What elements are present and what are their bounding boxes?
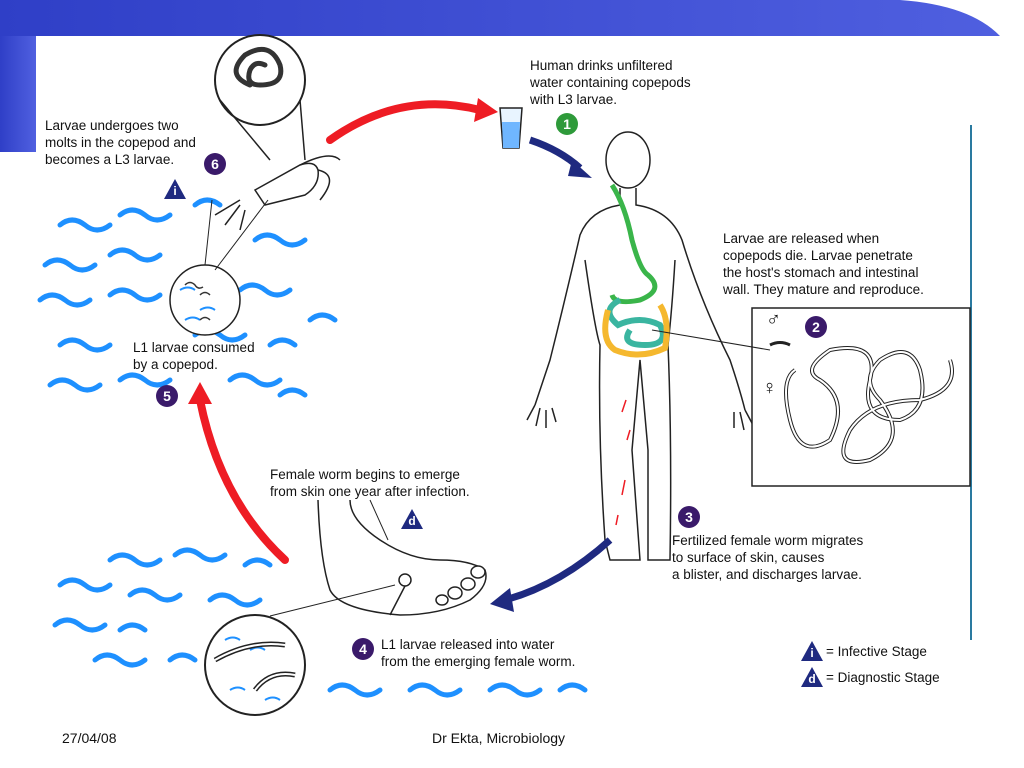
infective-stage-icon xyxy=(164,179,186,199)
female-symbol: ♀ xyxy=(762,377,777,399)
infective-legend-icon xyxy=(801,641,823,661)
legend-diagnostic-label: = Diagnostic Stage xyxy=(826,669,940,685)
foot-drawing xyxy=(317,499,487,616)
step-4-label: L1 larvae released into water from the e… xyxy=(381,637,576,669)
diagnostic-stage-icon xyxy=(401,509,423,529)
step-6-label: Larvae undergoes two molts in the copepo… xyxy=(45,118,196,167)
footer-date: 27/04/08 xyxy=(62,730,117,746)
larvae-magnifier xyxy=(204,584,396,716)
legend-diagnostic-letter: d xyxy=(808,672,816,686)
adult-worms-box xyxy=(651,307,971,487)
step-5-label: L1 larvae consumed by a copepod. xyxy=(133,340,255,372)
header-band xyxy=(0,0,1024,152)
water-glass-icon xyxy=(499,107,523,149)
step-badge-3: 3 xyxy=(678,506,700,528)
step-2-label: Larvae are released when copepods die. L… xyxy=(723,231,924,297)
arrow-red-top xyxy=(326,100,484,144)
water-waves-bottom xyxy=(52,547,588,698)
step-badge-1: 1 xyxy=(556,113,578,135)
diagnostic-legend-icon xyxy=(801,667,823,687)
step-badge-6: 6 xyxy=(204,153,226,175)
step-badge-5: 5 xyxy=(156,385,178,407)
legend-infective-letter: i xyxy=(810,646,814,660)
legend-infective-label: = Infective Stage xyxy=(826,643,927,659)
worm-on-leg xyxy=(615,399,631,526)
male-symbol: ♂ xyxy=(766,309,781,331)
legend-diagnostic: d = Diagnostic Stage xyxy=(800,666,940,688)
diagnostic-marker-letter: d xyxy=(408,514,416,528)
larvae-circle xyxy=(169,199,269,336)
emerge-label: Female worm begins to emerge from skin o… xyxy=(270,467,470,499)
legend: i = Infective Stage d = Diagnostic Stage xyxy=(800,640,940,688)
copepod-magnifier xyxy=(214,34,306,161)
footer-author: Dr Ekta, Microbiology xyxy=(432,730,566,746)
arrow-navy-bottom xyxy=(504,537,613,604)
step-badge-4: 4 xyxy=(352,638,374,660)
infective-marker-copepod: i xyxy=(163,178,187,200)
legend-infective: i = Infective Stage xyxy=(800,640,940,662)
diagnostic-marker-foot: d xyxy=(400,508,424,530)
step-badge-2: 2 xyxy=(805,316,827,338)
gi-tract xyxy=(602,183,670,358)
step-1-label: Human drinks unfiltered water containing… xyxy=(530,58,691,107)
arrow-red-left xyxy=(196,396,289,564)
infective-marker-letter: i xyxy=(173,184,177,198)
copepod-drawing xyxy=(214,155,341,231)
step-3-label: Fertilized female worm migrates to surfa… xyxy=(672,533,864,582)
